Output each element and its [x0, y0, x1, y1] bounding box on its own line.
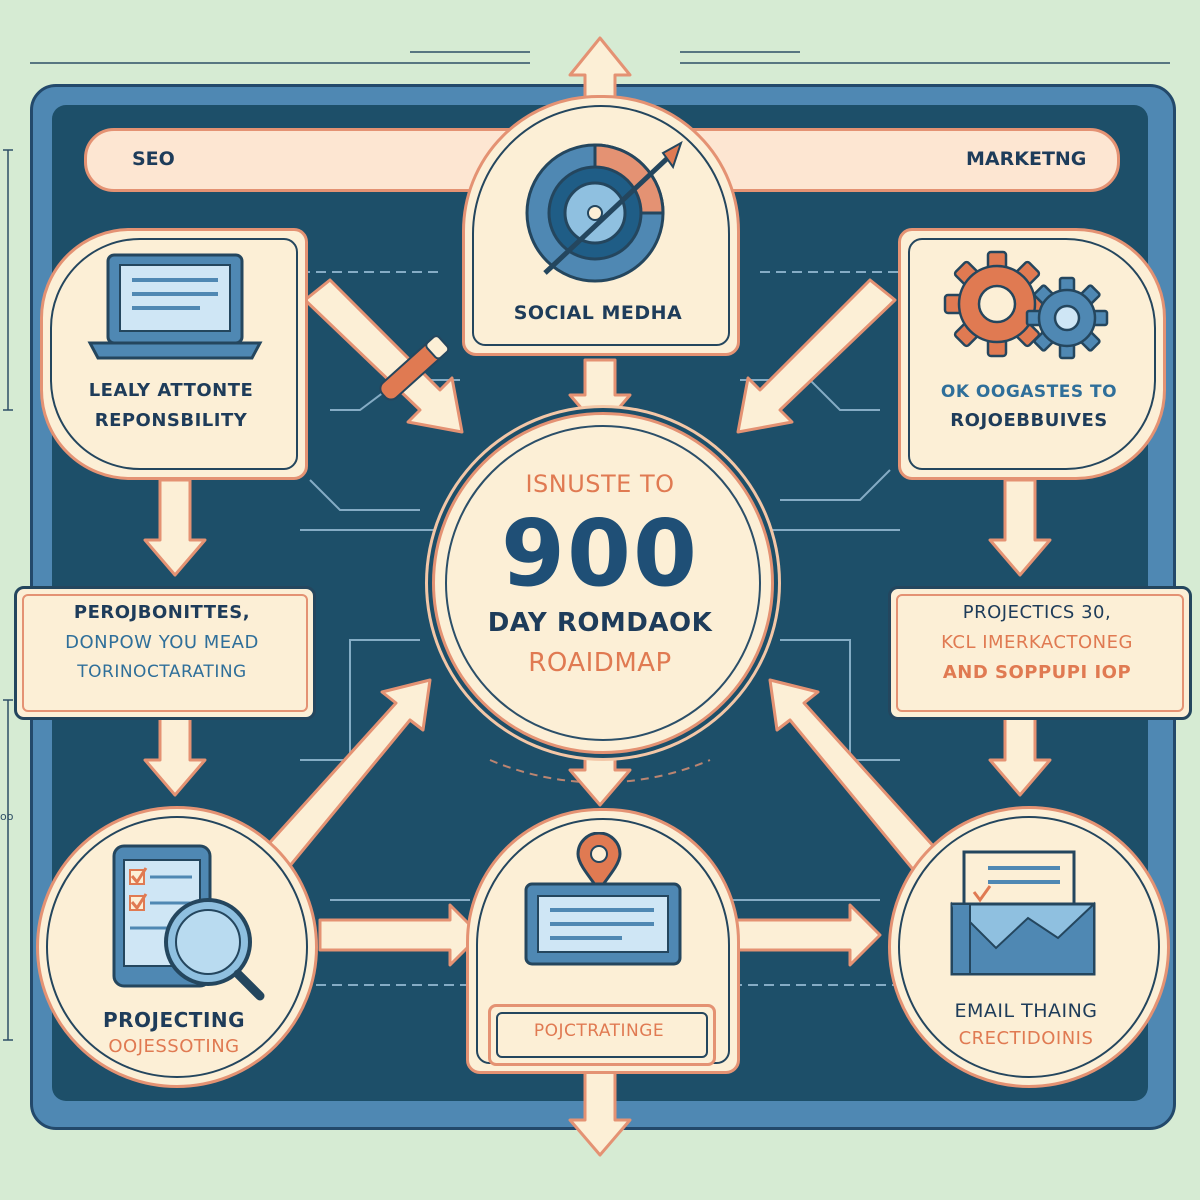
document-card-icon	[524, 882, 682, 966]
node-top-right-inner	[908, 238, 1156, 470]
node-bottom-left-inner	[46, 816, 308, 1078]
seo-label: SEO	[132, 148, 175, 170]
center-line3: DAY ROMDAOK	[487, 608, 713, 638]
bottom-right-line1: EMAIL THAING	[954, 1000, 1098, 1022]
node-social-media-inner	[472, 105, 730, 346]
top-right-line1: OK OOGASTES TO	[940, 382, 1118, 402]
tablet-checklist-icon	[112, 844, 265, 1001]
node-social-media	[462, 95, 740, 356]
center-line1: ISNUSTE TO	[525, 470, 675, 498]
mid-left-line3: TORINOCTARATING	[77, 662, 247, 682]
social-media-label: SOCIAL MEDHA	[513, 302, 683, 324]
bottom-center-label: POJCTRATINGE	[533, 1021, 665, 1041]
node-bottom-right-inner	[898, 816, 1160, 1078]
laptop-icon	[87, 253, 263, 360]
center-roadmap-circle	[432, 412, 774, 754]
node-mid-right-edge	[896, 594, 1184, 712]
mid-left-line1: PEROJBONITTES,	[73, 602, 251, 623]
mid-right-line3: AND SOPPUPI IOP	[942, 662, 1132, 683]
bottom-left-line1: PROJECTING	[102, 1008, 246, 1032]
bottom-left-line2: OOJESSOTING	[108, 1036, 240, 1057]
mid-right-line1: PROJECTICS 30,	[962, 602, 1112, 623]
target-icon	[525, 140, 683, 283]
node-mid-left	[14, 586, 316, 720]
center-number: 900	[500, 500, 700, 607]
center-ring	[445, 425, 761, 741]
bottom-center-tag	[488, 1004, 716, 1066]
gears-icon	[943, 250, 1109, 360]
marketing-label: MARKETNG	[966, 148, 1087, 170]
node-mid-left-edge	[22, 594, 308, 712]
top-left-line1: LEALY ATTONTE	[88, 380, 254, 401]
mid-left-line2: DONPOW YOU MEAD	[65, 632, 259, 653]
top-left-line2: REPONSBILITY	[94, 410, 248, 431]
mid-right-line2: KCL IMERKACTONEG	[941, 632, 1133, 653]
center-line4: ROAIDMAP	[528, 648, 672, 678]
bottom-right-line2: CRECTIDOINIS	[958, 1028, 1094, 1049]
top-right-line2: ROJOEBBUIVES	[950, 410, 1108, 431]
side-ruler-label: oo	[0, 810, 14, 823]
top-lines	[30, 51, 1170, 64]
side-ruler	[3, 149, 13, 1041]
node-mid-right	[888, 586, 1192, 720]
bottom-center-tag-edge	[496, 1012, 708, 1058]
email-icon	[950, 850, 1096, 976]
node-top-left-inner	[50, 238, 298, 470]
location-pin-icon	[576, 832, 622, 892]
